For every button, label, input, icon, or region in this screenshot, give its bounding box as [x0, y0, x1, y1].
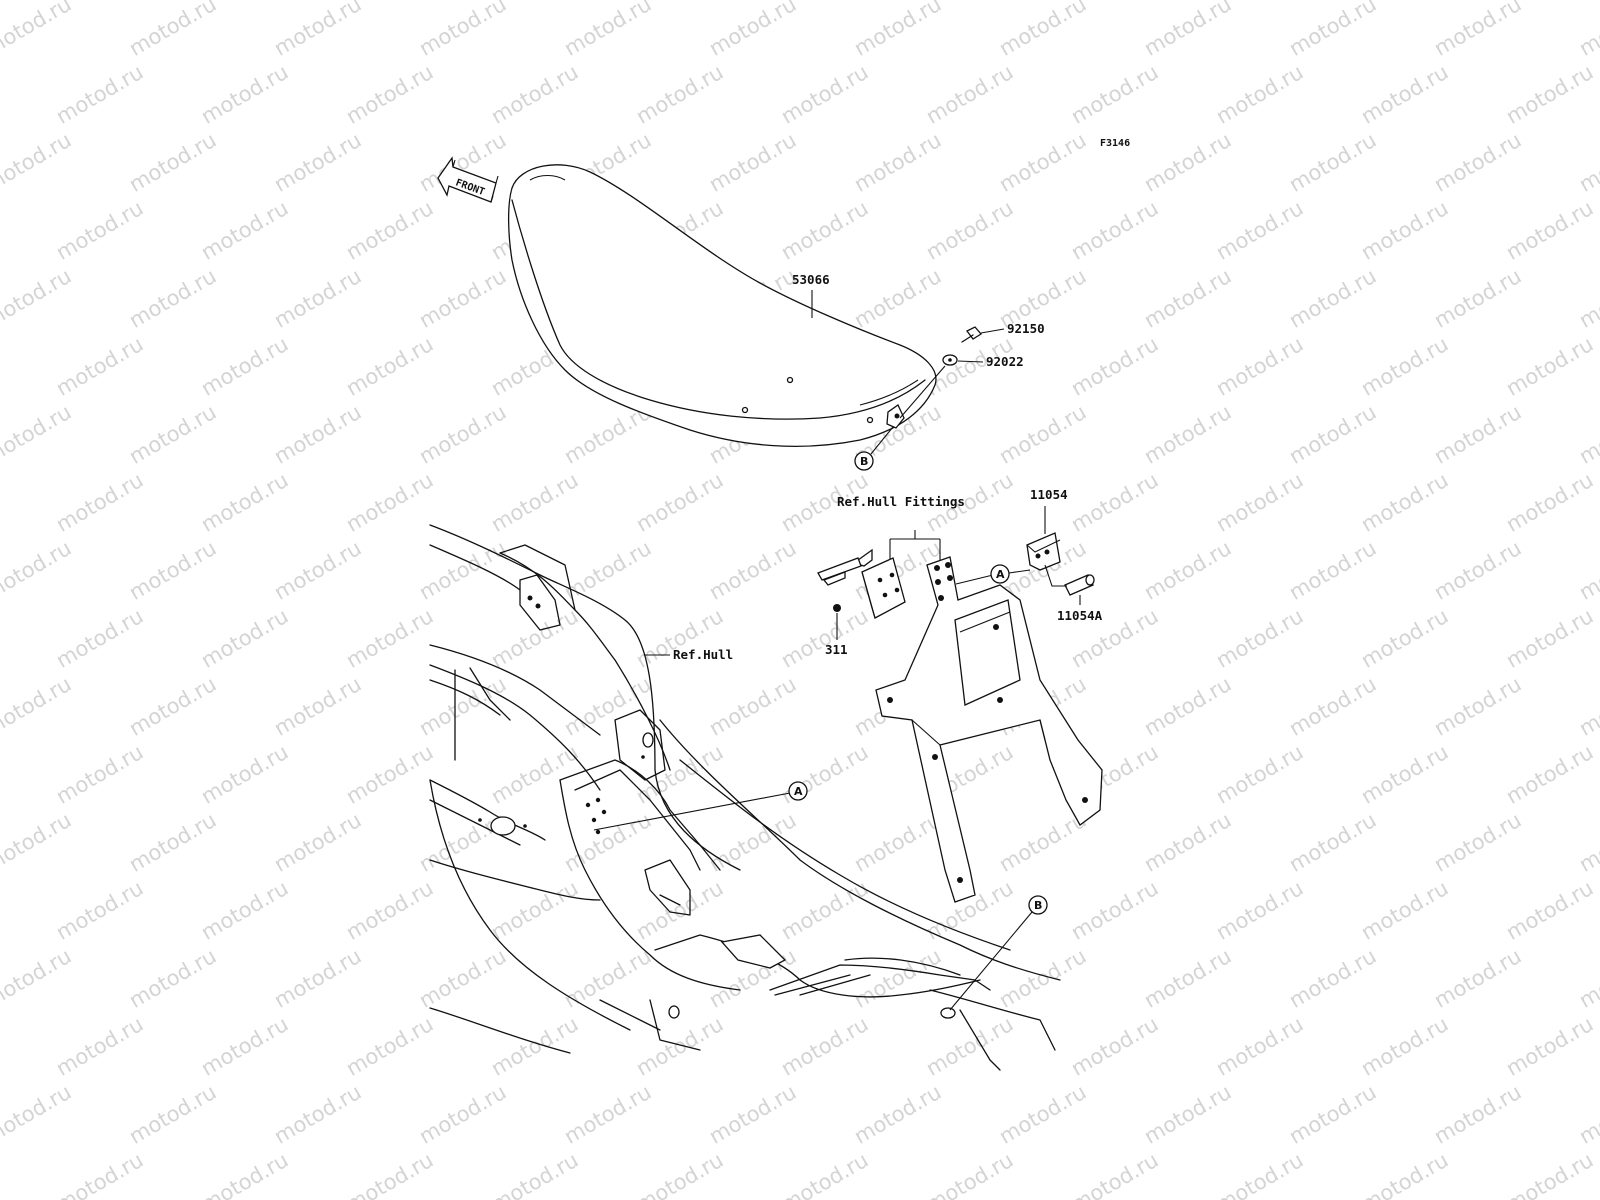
hull-body	[429, 524, 1061, 1071]
pin-11054a: 11054A	[1044, 564, 1103, 623]
callout-b-hull: B	[949, 895, 1048, 1011]
latch-11054: 11054	[1026, 487, 1068, 571]
part-label-92150: 92150	[1007, 321, 1045, 336]
part-label-11054: 11054	[1030, 487, 1068, 502]
seat-53066: 53066	[507, 164, 937, 447]
callout-a-bracket-text: A	[996, 568, 1005, 581]
front-arrow: FRONT	[437, 156, 499, 203]
part-label-11054a: 11054A	[1057, 608, 1103, 623]
ref-hull-fittings-label: Ref.Hull Fittings	[837, 494, 965, 509]
callout-b-upper-text: B	[860, 455, 868, 468]
small-plate-fitting	[817, 548, 906, 619]
hull-fittings-reference: Ref.Hull Fittings	[837, 494, 965, 560]
part-label-92022: 92022	[986, 354, 1024, 369]
seat-bracket	[875, 556, 1103, 903]
washer-92022: 92022	[899, 354, 1024, 419]
figure-code: F3146	[1100, 138, 1130, 149]
hull-reference: Ref.Hull	[645, 647, 733, 662]
ref-hull-label: Ref.Hull	[673, 647, 733, 662]
part-label-311: 311	[825, 642, 848, 657]
bolt-92150: 92150	[961, 321, 1045, 343]
nut-311: 311	[825, 604, 848, 657]
callout-a-hull: A	[593, 781, 808, 831]
part-label-53066: 53066	[792, 272, 830, 287]
callout-b-hull-text: B	[1034, 899, 1042, 912]
callout-b-upper: B	[854, 426, 894, 471]
callout-a-hull-text: A	[794, 785, 803, 798]
callout-a-bracket: A	[955, 564, 1031, 585]
